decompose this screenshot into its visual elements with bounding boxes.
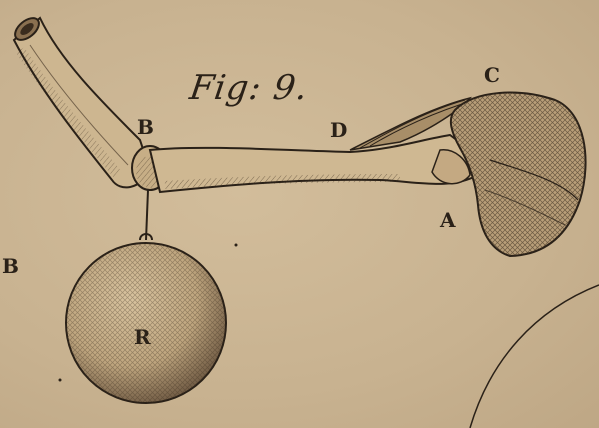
label-a: A: [440, 210, 456, 230]
label-b-left: B: [2, 256, 19, 276]
adjacent-figure-arc: [470, 285, 599, 428]
cord: [140, 190, 152, 240]
scapula: [451, 93, 586, 256]
upper-bone: [11, 14, 150, 188]
label-c: C: [484, 65, 500, 85]
label-d: D: [330, 120, 347, 140]
weight-ball: [66, 243, 226, 403]
label-b-joint: B: [137, 117, 154, 137]
figure-title: Fig: 9.: [187, 68, 311, 108]
lower-bone: [150, 135, 478, 192]
label-r: R: [134, 327, 151, 347]
